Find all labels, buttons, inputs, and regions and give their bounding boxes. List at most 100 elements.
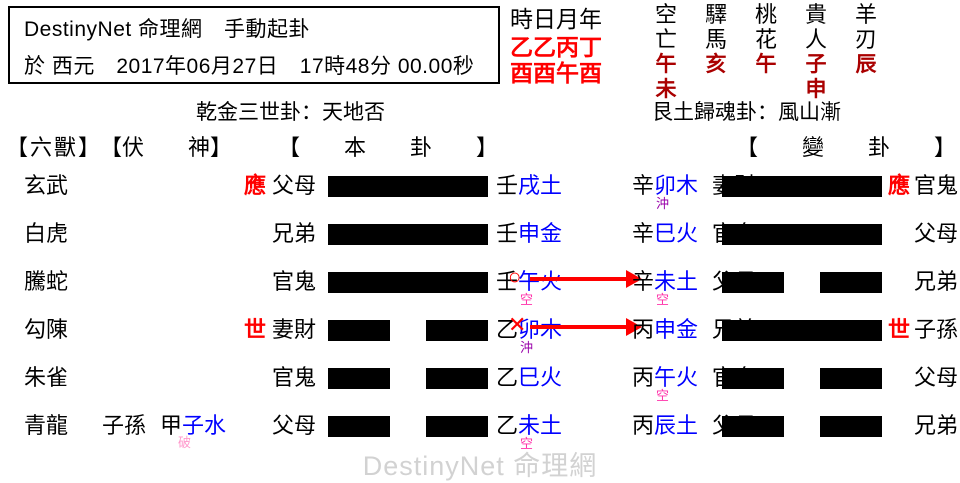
main-branch-char: 巳火: [518, 365, 563, 390]
shensha-group: 空亡午未驛馬亥桃花午貴人子申羊刃辰: [650, 2, 882, 102]
main-marker: 沖: [520, 340, 534, 355]
main-branch-char: 卯木: [518, 317, 563, 342]
shensha-name-bottom: 亡: [654, 27, 677, 52]
moving-line-symbol: ○: [508, 264, 522, 289]
shensha-value-1: 午: [755, 53, 777, 76]
shensha-name-top: 桃: [754, 2, 777, 27]
main-stem-branch: 壬戌土: [496, 168, 562, 200]
shensha-column: 貴人子申: [800, 2, 832, 102]
main-stem-branch: 乙巳火: [496, 360, 562, 392]
main-hexagram-line: [328, 224, 488, 245]
yang-line: [328, 224, 488, 245]
changed-stem-char: 丙: [632, 365, 655, 390]
changed-world-response-marker: 應: [888, 173, 911, 198]
hidden-stem-branch: 甲子水: [160, 408, 226, 440]
main-branch-char: 申金: [518, 221, 563, 246]
changed-stem-branch: 丙午火: [632, 360, 698, 392]
shensha-name-bottom: 人: [804, 27, 827, 52]
header-hidden-spirits: 【伏 神】: [100, 135, 233, 160]
changed-relation-outer: 兄弟: [914, 413, 959, 438]
main-relation: 父母: [272, 173, 317, 198]
main-stem-branch: 壬午火: [496, 264, 562, 296]
shensha-name-top: 貴: [804, 2, 827, 27]
changed-hexagram-line: [722, 272, 882, 293]
six-beast-label: 勾陳: [24, 317, 69, 342]
yin-line-right: [426, 416, 488, 437]
main-world-response-marker: 世: [244, 317, 267, 342]
hidden-branch-char: 子水: [182, 413, 227, 438]
main-relation: 兄弟: [272, 221, 317, 246]
main-stem-char: 壬: [496, 173, 519, 198]
hexagram-row: 白虎兄弟壬申金辛巳火官鬼父母: [0, 210, 960, 258]
main-branch-char: 午火: [518, 269, 563, 294]
shensha-name-top: 空: [654, 2, 677, 27]
header-six-beasts: 【六獸】: [6, 135, 103, 160]
shensha-column: 驛馬亥: [700, 2, 732, 102]
watermark: DestinyNet 命理網: [362, 451, 598, 481]
main-stem-branch: 乙未土: [496, 408, 562, 440]
page-title: DestinyNet 命理網 手動起卦: [24, 18, 311, 41]
changed-branch-char: 卯木: [654, 173, 699, 198]
hexagram-row: 青龍子孫甲子水破父母乙未土空丙辰土父母兄弟: [0, 402, 960, 451]
main-marker: 空: [520, 292, 534, 307]
yin-line-left: [722, 368, 784, 389]
shensha-name-bottom: 馬: [704, 27, 727, 52]
main-branch-char: 未土: [518, 413, 563, 438]
header-changed-hexagram: 【 變 卦 】: [736, 135, 957, 160]
shensha-value-1: 亥: [705, 53, 727, 76]
changed-branch-char: 午火: [654, 365, 699, 390]
changed-stem-branch: 辛卯木: [632, 168, 698, 200]
shensha-value-2: 未: [655, 78, 677, 101]
changed-hexagram-line: [722, 176, 882, 197]
arrow-head-icon: [626, 318, 642, 336]
shensha-name-top: 驛: [704, 2, 727, 27]
hidden-stem-char: 甲: [160, 413, 183, 438]
changed-stem-char: 辛: [632, 173, 655, 198]
changed-hexagram-line: [722, 416, 882, 437]
shensha-column: 空亡午未: [650, 2, 682, 102]
changed-hexagram-line: [722, 224, 882, 245]
moving-line-symbol: ✕: [508, 312, 527, 337]
six-beast-label: 白虎: [24, 221, 69, 246]
six-beast-label: 朱雀: [24, 365, 69, 390]
hexagram-row: 玄武應父母壬戌土辛卯木沖妻財應官鬼: [0, 162, 960, 211]
shensha-value-1: 午: [655, 53, 677, 76]
shensha-name-top: 羊: [854, 2, 877, 27]
main-stem-char: 壬: [496, 269, 519, 294]
changed-marker: 沖: [656, 196, 670, 211]
header-main-hexagram: 【 本 卦 】: [278, 135, 499, 160]
datetime-text: 於 西元 2017年06月27日 17時48分 00.00秒: [24, 55, 475, 78]
transformation-arrow: ○: [508, 264, 656, 292]
changed-branch-char: 未土: [654, 269, 699, 294]
header-box: DestinyNet 命理網 手動起卦 於 西元 2017年06月27日 17時…: [8, 6, 500, 84]
main-relation: 父母: [272, 413, 317, 438]
shensha-value-1: 子: [805, 53, 827, 76]
yin-line-left: [722, 272, 784, 293]
changed-stem-branch: 辛未土: [632, 264, 698, 296]
changed-stem-char: 辛: [632, 221, 655, 246]
shensha-value-1: 辰: [855, 53, 877, 76]
changed-hexagram-line: [722, 320, 882, 341]
changed-stem-char: 丙: [632, 413, 655, 438]
yin-line-left: [722, 416, 784, 437]
changed-branch-char: 辰土: [654, 413, 699, 438]
main-hexagram-line: [328, 416, 488, 437]
main-relation: 妻財: [272, 317, 317, 342]
main-relation: 官鬼: [272, 269, 317, 294]
yin-line-left: [328, 320, 390, 341]
transformation-arrow: ✕: [508, 312, 656, 340]
main-stem-branch: 壬申金: [496, 216, 562, 248]
pillar-labels: 時日月年: [510, 6, 602, 32]
yin-line-left: [328, 368, 390, 389]
yin-line-left: [328, 416, 390, 437]
changed-stem-char: 辛: [632, 269, 655, 294]
yang-line: [722, 224, 882, 245]
arrow-shaft: [530, 277, 634, 281]
yin-line-right: [820, 368, 882, 389]
main-relation: 官鬼: [272, 365, 317, 390]
yang-line: [722, 320, 882, 341]
changed-stem-branch: 丙辰土: [632, 408, 698, 440]
